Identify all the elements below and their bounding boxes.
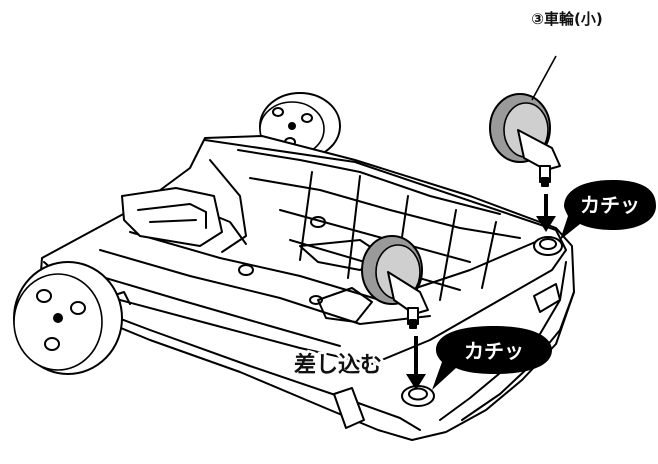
click-bubble-left-text: カチッ	[464, 339, 524, 363]
front-wheel-left	[13, 261, 123, 375]
click-bubble-right: カチッ	[560, 180, 656, 240]
click-bubble-left: カチッ	[432, 326, 552, 390]
base-body	[39, 135, 575, 441]
caster-wheel-top	[489, 93, 561, 187]
callout-part-label: ③車輪(小)	[531, 10, 602, 28]
insert-arrow-right	[536, 194, 556, 232]
click-bubble-right-text: カチッ	[580, 193, 640, 217]
caster-wheel-center	[361, 235, 429, 329]
callout-leader-line	[531, 55, 557, 101]
insert-arrow-left	[406, 336, 426, 390]
action-insert-label: 差し込む	[294, 352, 382, 378]
